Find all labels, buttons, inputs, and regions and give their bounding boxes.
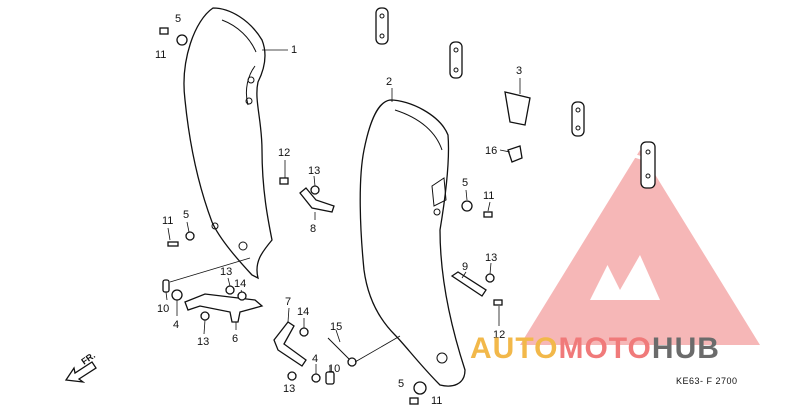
part-stay-9 xyxy=(450,271,487,297)
callout-11: 11 xyxy=(431,395,442,407)
callout-5: 5 xyxy=(175,13,181,25)
callout-8: 8 xyxy=(310,223,316,235)
callout-6: 6 xyxy=(232,333,238,345)
callout-5: 5 xyxy=(462,177,468,189)
callout-13: 13 xyxy=(220,266,232,278)
watermark-hub: HUB xyxy=(651,332,720,365)
callout-2: 2 xyxy=(386,76,392,88)
callout-5: 5 xyxy=(183,209,189,221)
callout-14: 14 xyxy=(297,306,309,318)
callout-10: 10 xyxy=(157,303,169,315)
part-stay-6 xyxy=(184,293,264,323)
leader-lines xyxy=(165,49,521,381)
callout-13: 13 xyxy=(308,165,320,177)
callout-9: 9 xyxy=(462,261,468,273)
callout-12: 12 xyxy=(278,147,290,159)
watermark-auto: AUTO xyxy=(470,332,559,365)
callout-13: 13 xyxy=(485,252,497,264)
watermark-brand-text: AUTOMOTOHUB xyxy=(470,328,795,370)
drawing-code: KE63- F 2700 xyxy=(676,376,738,386)
part-mounting-frame xyxy=(375,7,656,189)
callout-5: 5 xyxy=(398,378,404,390)
callout-12: 12 xyxy=(493,329,505,341)
part-right-side-cover xyxy=(359,99,466,387)
callout-4: 4 xyxy=(312,353,318,365)
part-stay-8 xyxy=(299,187,335,213)
callout-4: 4 xyxy=(173,319,179,331)
callout-14: 14 xyxy=(234,278,246,290)
callout-1: 1 xyxy=(291,44,297,56)
callout-3: 3 xyxy=(516,65,522,77)
callout-15: 15 xyxy=(330,321,342,333)
callout-13: 13 xyxy=(283,383,295,395)
callout-11: 11 xyxy=(162,215,173,227)
callout-11: 11 xyxy=(483,190,494,202)
callout-10: 10 xyxy=(328,363,340,375)
front-direction-arrow-icon: FR. xyxy=(64,350,97,383)
callout-11: 11 xyxy=(155,49,166,61)
callout-13: 13 xyxy=(197,336,209,348)
watermark-moto: MOTO xyxy=(558,332,652,365)
part-stay-7 xyxy=(273,321,307,367)
callout-16: 16 xyxy=(485,145,497,157)
part-left-side-cover xyxy=(183,7,273,280)
watermark-triangle-logo xyxy=(520,150,760,345)
callout-labels: 1 2 3 4 4 5 5 5 5 6 7 8 9 10 10 11 11 11… xyxy=(155,13,522,407)
direction-label: FR. xyxy=(79,350,97,367)
callout-7: 7 xyxy=(285,296,291,308)
